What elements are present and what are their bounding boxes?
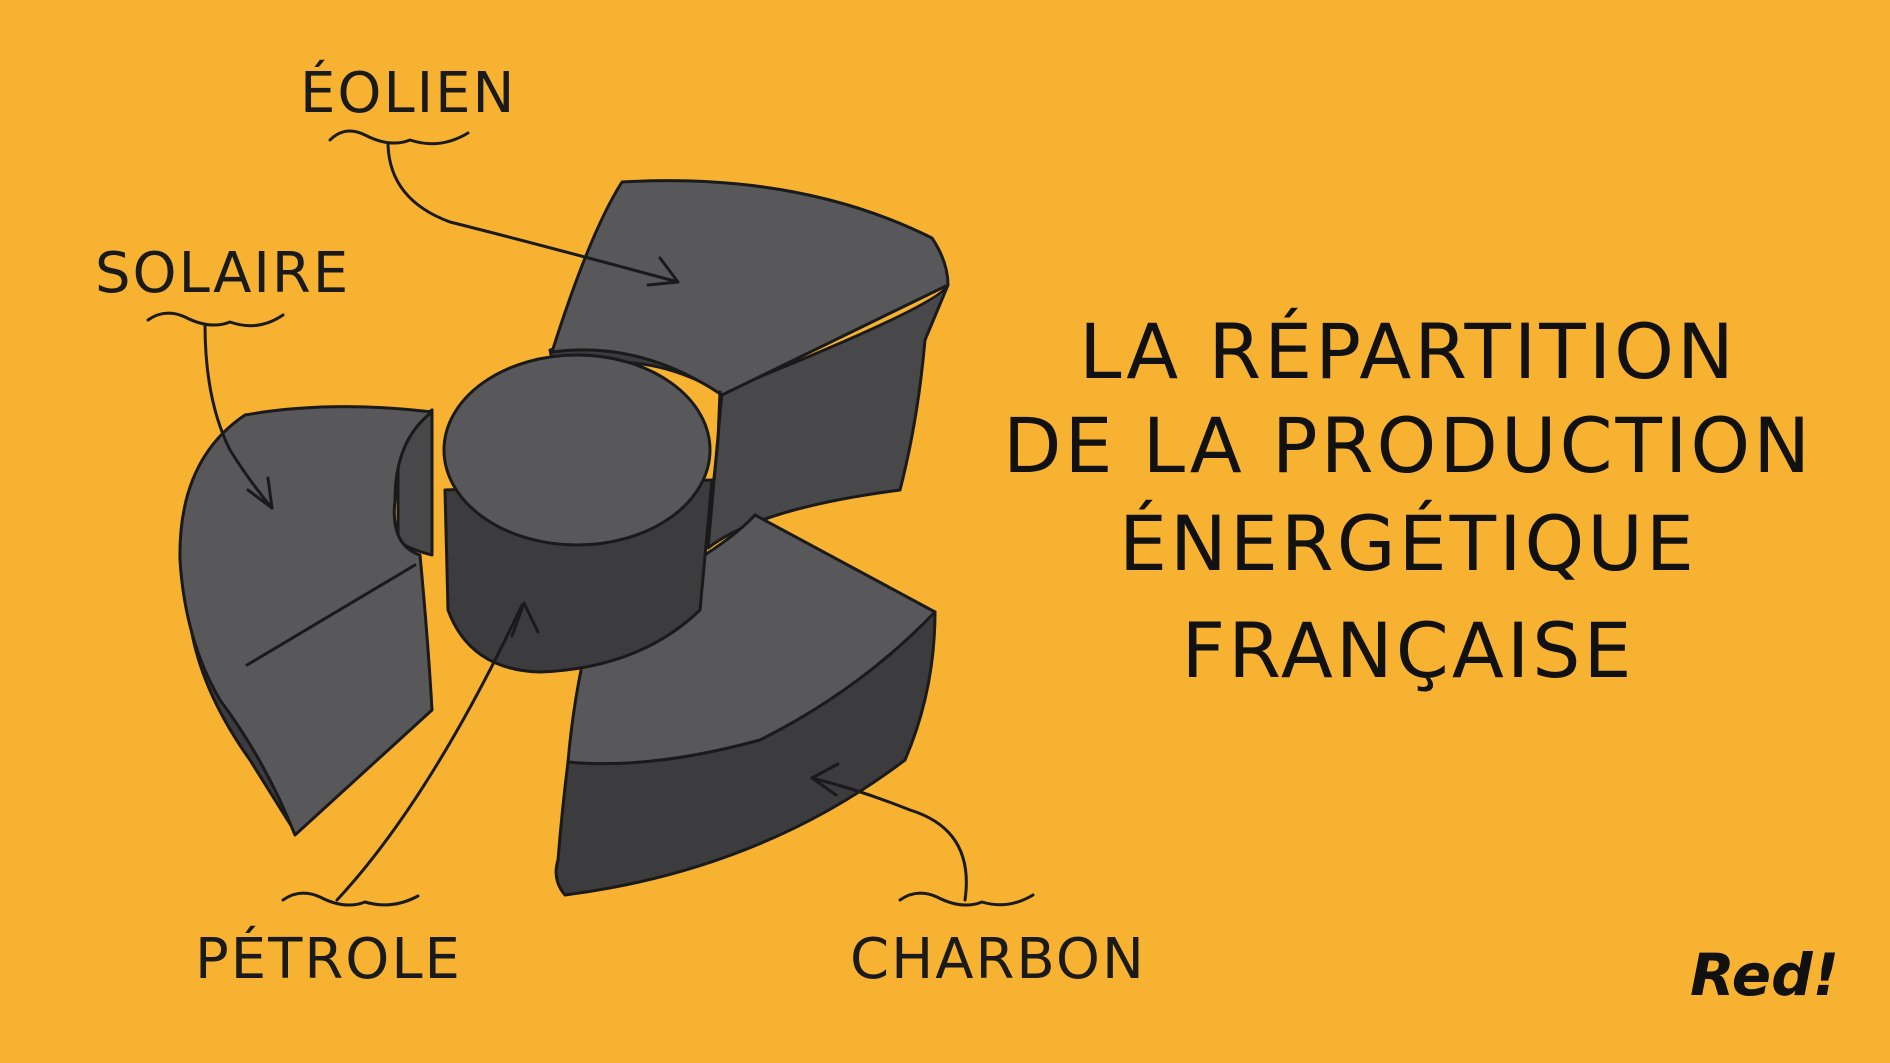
arrowhead-solaire-icon [246, 476, 274, 510]
center-cylinder [442, 353, 714, 674]
title-line-1: LA RÉPARTITION [1079, 307, 1737, 396]
arrow-eolien [386, 143, 680, 284]
blade-eolien [548, 179, 950, 554]
title-line-2: DE LA PRODUCTION [1003, 401, 1813, 490]
arrow-solaire [203, 323, 274, 510]
label-squiggles [146, 129, 1035, 907]
label-solaire: SOLAIRE [95, 241, 350, 306]
blade-solaire [178, 405, 434, 837]
title-line-3: ÉNERGÉTIQUE [1119, 499, 1697, 588]
title-block: LA RÉPARTITION DE LA PRODUCTION ÉNERGÉTI… [1003, 307, 1813, 695]
arrowhead-charbon-icon [810, 762, 840, 797]
arrow-petrole [335, 603, 524, 902]
label-eolien: ÉOLIEN [300, 61, 516, 126]
arrowhead-eolien-icon [646, 256, 680, 287]
artist-signature: Red! [1690, 941, 1839, 1009]
arrowhead-petrole-icon [510, 601, 540, 638]
label-charbon: CHARBON [850, 927, 1146, 992]
arrows [203, 143, 968, 902]
label-petrole: PÉTROLE [195, 927, 462, 992]
nuclear-trefoil-symbol [178, 179, 950, 897]
title-line-4: FRANÇAISE [1181, 606, 1634, 695]
arrow-charbon [810, 776, 968, 902]
